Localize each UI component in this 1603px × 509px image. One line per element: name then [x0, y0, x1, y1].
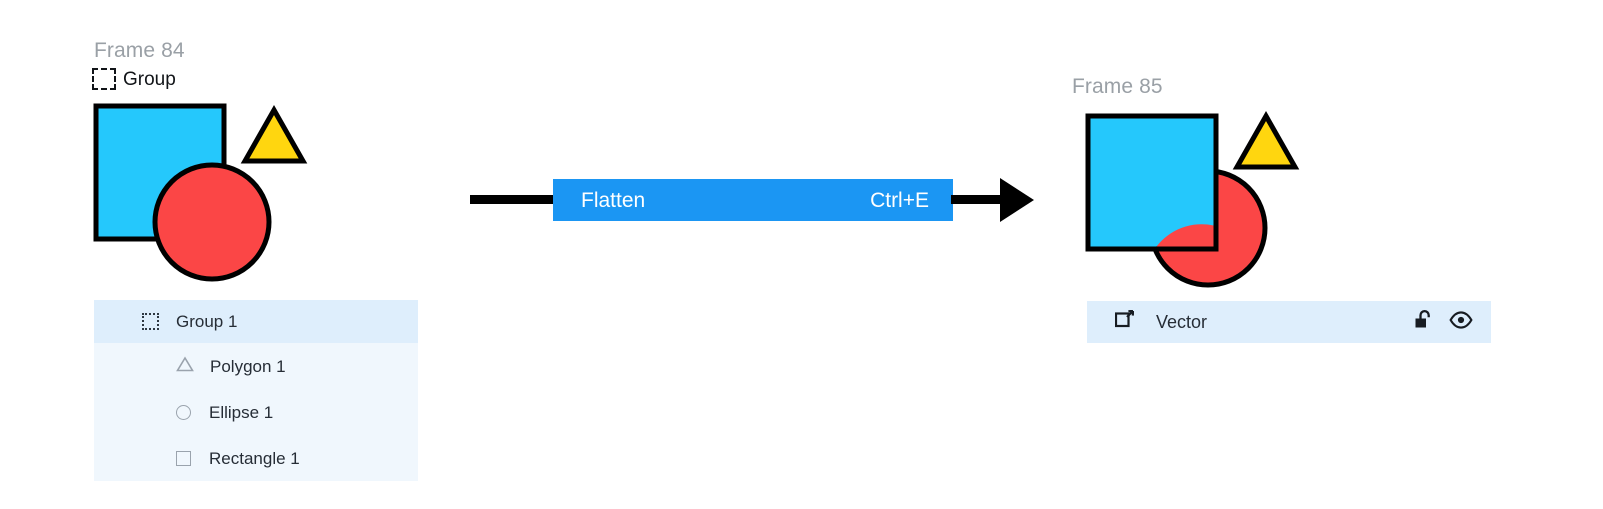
arrow-shaft-left: [470, 195, 556, 204]
vector-icon: [1114, 309, 1135, 334]
after-rectangle-fill: [1090, 118, 1214, 247]
circle-icon: [176, 404, 191, 420]
layer-label: Ellipse 1: [209, 402, 274, 422]
before-artwork[interactable]: [86, 96, 316, 286]
unlock-icon[interactable]: [1413, 309, 1433, 335]
before-layers-panel: Group 1 Polygon 1 Ellipse 1 Rectangle 1: [94, 300, 418, 481]
vector-layer-row[interactable]: Vector: [1087, 301, 1491, 343]
layer-row-rectangle-1[interactable]: Rectangle 1: [94, 435, 418, 481]
flatten-label: Flatten: [581, 188, 646, 212]
before-polygon-shape[interactable]: [240, 104, 308, 164]
frame-85-title[interactable]: Frame 85: [1072, 75, 1163, 98]
layer-row-group-1[interactable]: Group 1: [94, 300, 418, 343]
flatten-shortcut: Ctrl+E: [870, 188, 929, 212]
eye-icon[interactable]: [1449, 310, 1473, 334]
flatten-menu-item[interactable]: Flatten Ctrl+E: [553, 179, 953, 221]
layer-row-ellipse-1[interactable]: Ellipse 1: [94, 389, 418, 435]
arrow-shaft-right: [951, 195, 1007, 204]
triangle-icon: [176, 355, 194, 377]
layer-row-polygon-1[interactable]: Polygon 1: [94, 343, 418, 389]
after-polygon-shape[interactable]: [1232, 110, 1300, 170]
layer-label: Rectangle 1: [209, 448, 300, 468]
layer-label: Group 1: [176, 312, 238, 331]
arrow-head-icon: [1000, 178, 1034, 222]
group-selection-badge[interactable]: Group: [92, 68, 176, 90]
frame-84-title[interactable]: Frame 84: [94, 39, 185, 62]
group-badge-label: Group: [123, 68, 176, 90]
layer-label: Vector: [1156, 312, 1208, 332]
after-artwork[interactable]: [1078, 106, 1308, 296]
dashed-square-icon: [92, 68, 116, 90]
dotted-square-icon: [142, 313, 159, 330]
layer-label: Polygon 1: [210, 356, 286, 376]
square-icon: [176, 450, 191, 466]
before-ellipse-shape[interactable]: [152, 162, 272, 282]
